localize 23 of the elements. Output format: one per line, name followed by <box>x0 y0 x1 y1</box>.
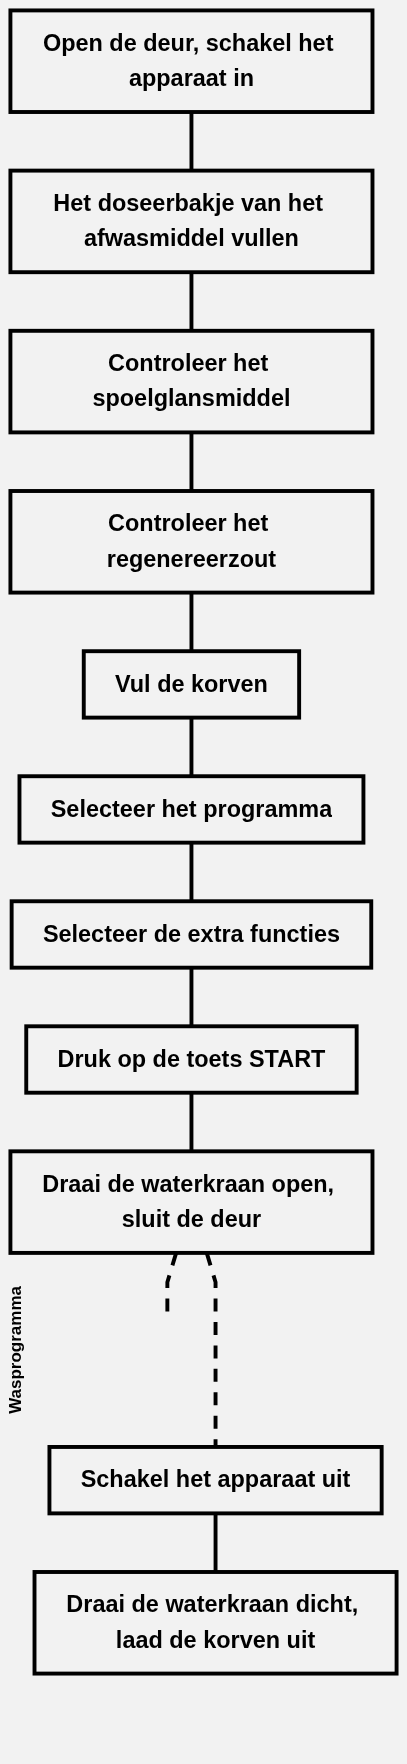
node-box: Open de deur, schakel het apparaat in <box>8 8 375 114</box>
node-box: Vul de korven <box>81 649 302 720</box>
node-box: Controleer het regenereerzout <box>8 489 375 595</box>
connector <box>213 1513 218 1572</box>
node-box: Selecteer het programma <box>17 774 366 845</box>
node-box: Selecteer de extra functies <box>9 899 374 970</box>
node-box: Het doseerbakje van het afwasmiddel vullen <box>8 168 375 275</box>
connector <box>189 717 194 777</box>
connector <box>204 1252 218 1447</box>
connector <box>189 272 194 331</box>
connector <box>189 1092 194 1152</box>
connector <box>189 967 194 1027</box>
connector <box>189 432 194 491</box>
section-label: Wasprogramma <box>6 1285 26 1414</box>
node-box: Draai de waterkraan open, sluit de deur <box>8 1149 375 1255</box>
connector <box>189 592 194 652</box>
connector <box>189 842 194 902</box>
node-box: Druk op de toets START <box>24 1024 359 1095</box>
node-box: Controleer het spoelglansmiddel <box>8 328 375 435</box>
node-box: Draai de waterkraan dicht, laad de korven uit <box>32 1570 399 1676</box>
connector <box>165 1252 179 1312</box>
connector <box>189 112 194 171</box>
node-box: Schakel het apparaat uit <box>47 1445 384 1516</box>
